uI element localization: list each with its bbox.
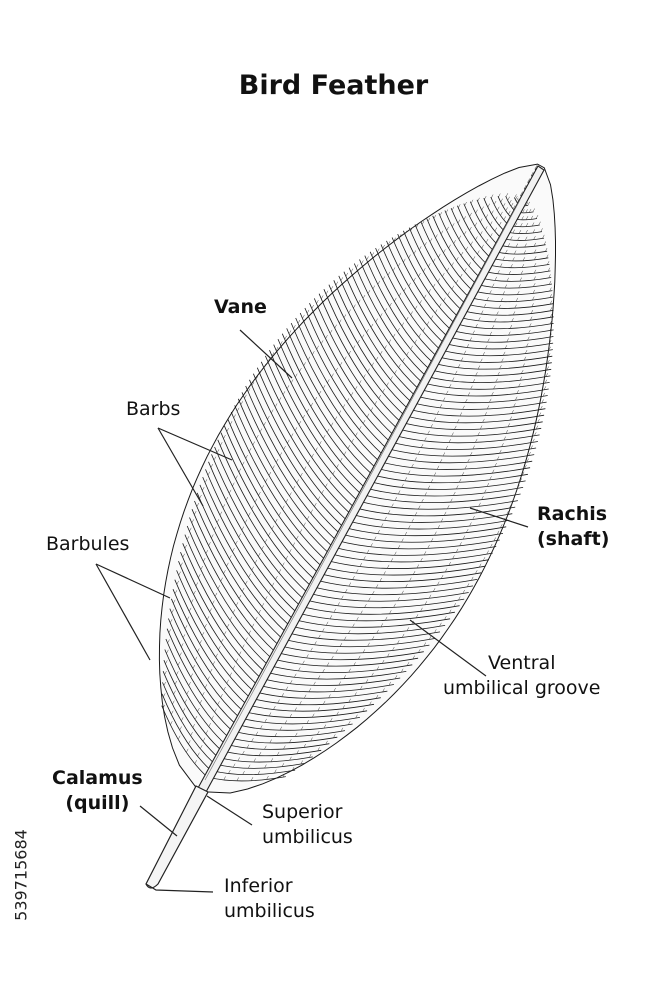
label-vane: Vane xyxy=(214,296,267,318)
label-rachis-line2: (shaft) xyxy=(537,528,610,550)
leader-lines xyxy=(95,329,529,893)
label-ventral-line2: umbilical groove xyxy=(443,677,601,699)
barbules-leader-2 xyxy=(95,563,151,661)
calamus-leader xyxy=(139,805,178,837)
label-inferior-umbilicus: Inferior umbilicus xyxy=(224,874,315,924)
barbules xyxy=(162,165,553,782)
barbs-leader-1 xyxy=(157,427,233,461)
label-ventral-line1: Ventral xyxy=(488,652,556,674)
label-barbs: Barbs xyxy=(126,398,181,420)
label-calamus-line1: Calamus xyxy=(52,767,143,789)
barbs-leader-2 xyxy=(157,427,204,507)
label-inferior-line1: Inferior xyxy=(224,875,293,897)
label-inferior-line2: umbilicus xyxy=(224,900,315,922)
calamus-quill xyxy=(145,785,209,889)
superior-leader xyxy=(206,795,253,826)
diagram-title: Bird Feather xyxy=(238,70,429,101)
label-calamus-line2: (quill) xyxy=(65,792,130,814)
label-superior-line1: Superior xyxy=(262,801,343,823)
vane-leader xyxy=(239,329,293,379)
label-superior-umbilicus: Superior umbilicus xyxy=(262,800,353,850)
barbs xyxy=(161,168,554,782)
stock-id-text: 539715684 xyxy=(11,829,31,921)
barbules-leader-1 xyxy=(95,563,171,599)
label-superior-line2: umbilicus xyxy=(262,826,353,848)
label-rachis-line1: Rachis xyxy=(537,503,608,525)
feather-rachis xyxy=(145,165,545,889)
label-calamus: Calamus (quill) xyxy=(52,766,143,816)
label-ventral-umbilical-groove: Ventral umbilical groove xyxy=(443,651,601,701)
ventral-leader xyxy=(409,619,487,677)
ventral-umbilical-groove xyxy=(204,199,521,781)
label-rachis: Rachis (shaft) xyxy=(537,502,609,552)
label-barbules: Barbules xyxy=(46,533,130,555)
stock-id-watermark: 539715684 xyxy=(6,770,36,980)
inferior-leader xyxy=(145,883,214,893)
rachis-leader xyxy=(469,507,529,528)
